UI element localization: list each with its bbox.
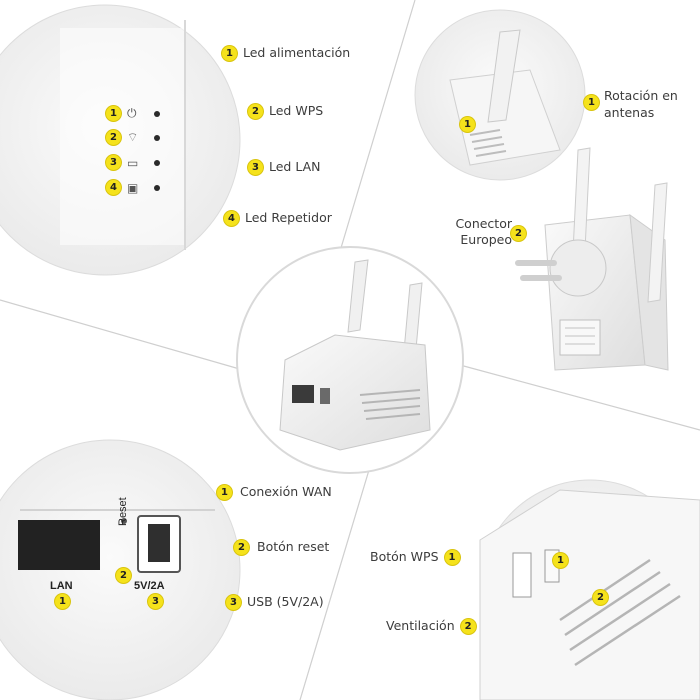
callout-label: Conexión WAN [240,484,332,499]
callout-label: Led alimentación [243,45,351,60]
antenna-image [414,9,586,181]
callout-ventilation: Ventilación 2 [386,618,476,634]
badge-number: 2 [460,618,476,634]
callout-label: Led Repetidor [245,210,332,225]
badge-number: 1 [460,117,475,132]
led-row-wps: 2 ⌔ [106,130,138,145]
badge-number: 1 [584,95,599,110]
callout-usb: 3 USB (5V/2A) [226,594,324,610]
badge-number: 3 [106,155,121,170]
badge-number: 2 [593,590,608,605]
badge-number: 2 [248,103,263,119]
badge-number: 2 [234,539,249,555]
badge-number: 1 [55,594,70,609]
callout-label: USB (5V/2A) [247,594,324,609]
callout-label: Ventilación [386,618,455,633]
plug-device-image [515,147,669,371]
badge-number: 3 [226,594,241,610]
callout-label: Botón reset [257,539,330,554]
main-device-image [236,246,464,474]
badge-number: 2 [511,226,526,241]
repeater-icon: ▣ [127,180,139,195]
badge-number: 1 [222,45,237,61]
badge-number: 4 [106,180,121,195]
reset-port-label: Reset [117,497,129,526]
side-vents-image [479,479,700,700]
callout-wps-button: Botón WPS 1 [370,549,460,565]
badge-number: 4 [224,210,239,226]
callout-antenna-rotation: Rotación en antenas [604,88,678,120]
led-row-power: 1 ⏻ [106,106,137,121]
monitor-icon: ▭ [127,155,139,170]
callout-label: Botón WPS [370,549,439,564]
callout-led-repeater: 4 Led Repetidor [224,210,332,226]
callout-wan: 1 Conexión WAN [217,484,332,500]
badge-number: 1 [444,549,460,565]
callout-label: Led WPS [269,103,324,118]
callout-label: Led LAN [269,159,321,174]
badge-number: 1 [217,484,232,500]
badge-number: 3 [248,159,263,175]
badge-number: 1 [553,553,568,568]
badge-number: 1 [106,106,121,121]
led-row-lan: 3 ▭ [106,155,138,170]
badge-number: 2 [116,568,131,583]
callout-connector: Conector Europeo [455,216,512,247]
led-row-repeater: 4 ▣ [106,180,138,195]
wifi-icon: ⌔ [127,130,139,144]
badge-number: 3 [148,594,163,609]
callout-reset: 2 Botón reset [234,539,329,555]
badge-number: 2 [106,130,121,145]
power-icon: ⏻ [127,106,137,120]
lan-port-label: LAN [50,580,73,592]
callout-led-power: 1 Led alimentación [222,45,350,61]
usb-port-label: 5V/2A [134,580,165,592]
callout-led-wps: 2 Led WPS [248,103,323,119]
callout-led-lan: 3 Led LAN [248,159,321,175]
